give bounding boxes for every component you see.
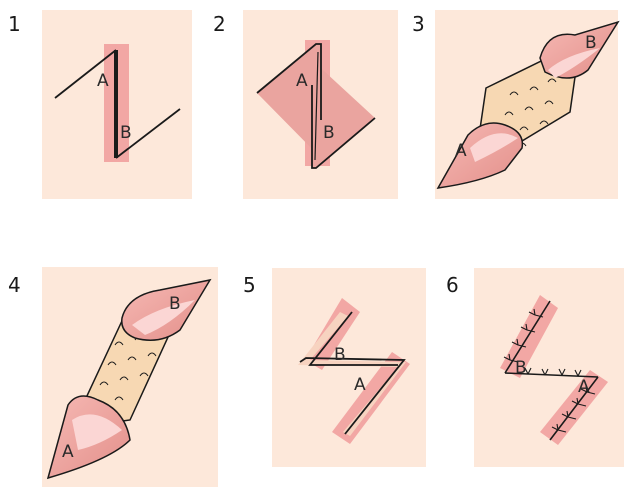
panel-step-6: B A (474, 268, 624, 467)
panel-step-2: A B (243, 10, 398, 199)
flap-label-b: B (585, 33, 597, 53)
flap-label-b: B (169, 294, 181, 314)
flap-label-a: A (455, 141, 467, 161)
flap-label-b: B (515, 358, 527, 378)
panel-step-4: B A (42, 267, 218, 487)
flap-label-a: A (578, 377, 590, 397)
panel-step-5: B A (272, 268, 426, 467)
flap-label-a: A (97, 71, 109, 91)
panel-step-1: A B (42, 10, 192, 199)
flap-label-b: B (334, 345, 346, 365)
flap-label-b: B (323, 123, 335, 143)
flap-label-a: A (354, 375, 366, 395)
panel-step-3: B A (435, 10, 618, 199)
flap-label-b: B (120, 123, 132, 143)
flap-label-a: A (62, 442, 74, 462)
flap-label-a: A (296, 71, 308, 91)
